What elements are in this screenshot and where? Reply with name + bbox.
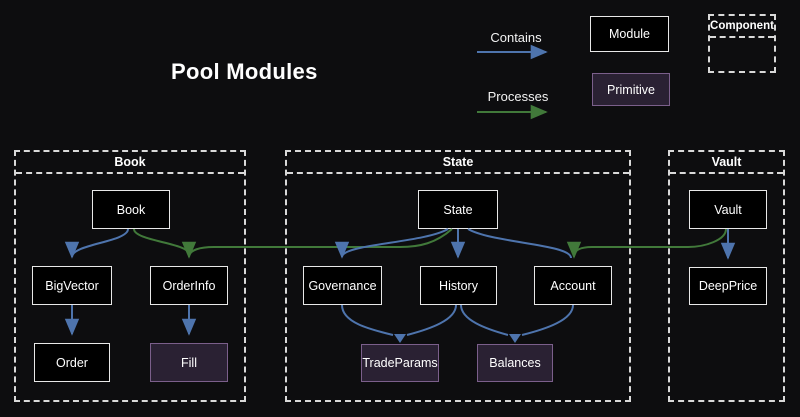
node-state: State (418, 190, 498, 229)
node-order: Order (34, 343, 110, 382)
node-fill: Fill (150, 343, 228, 382)
legend-processes-label: Processes (478, 89, 558, 104)
node-tradeparams: TradeParams (361, 344, 439, 382)
container-vault-title: Vault (670, 152, 783, 174)
node-orderinfo: OrderInfo (150, 266, 228, 305)
page-title: Pool Modules (171, 59, 318, 85)
legend-primitive-sample: Primitive (592, 73, 670, 106)
node-vault: Vault (689, 190, 767, 229)
node-deepprice: DeepPrice (689, 267, 767, 305)
legend-component-sample: Component (708, 14, 776, 73)
container-state-title: State (287, 152, 629, 174)
node-bigvector: BigVector (32, 266, 112, 305)
node-book: Book (92, 190, 170, 229)
node-history: History (420, 266, 497, 305)
node-account: Account (534, 266, 612, 305)
container-book-title: Book (16, 152, 244, 174)
legend-contains-label: Contains (476, 30, 556, 45)
node-governance: Governance (303, 266, 382, 305)
legend-module-sample: Module (590, 16, 669, 52)
node-balances: Balances (477, 344, 553, 382)
legend-module-label: Module (609, 27, 650, 41)
legend-primitive-label: Primitive (607, 83, 655, 97)
legend-component-label: Component (710, 16, 774, 38)
